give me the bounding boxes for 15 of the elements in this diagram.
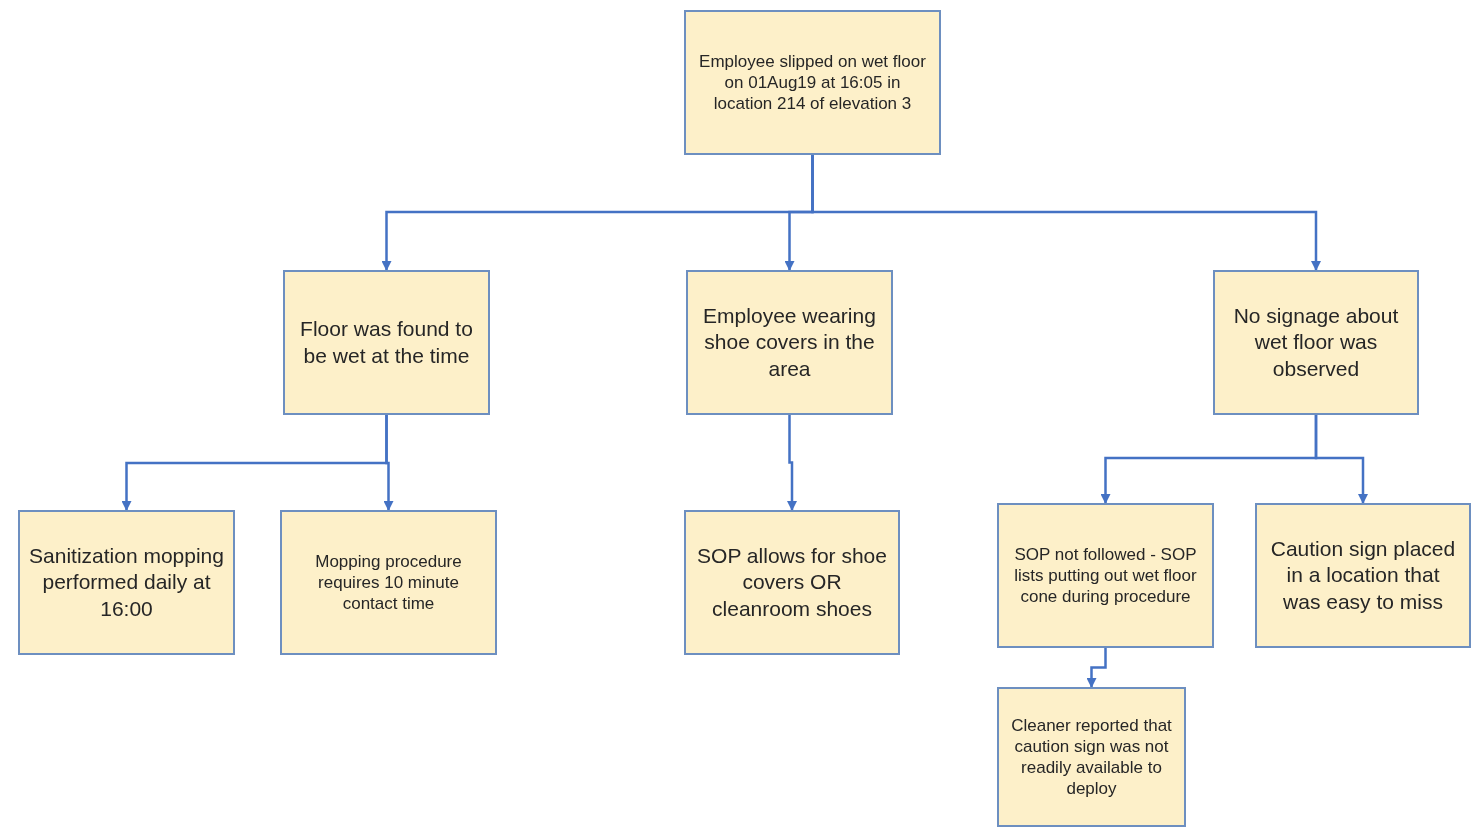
process-box: Sanitization mopping performed daily at 16:00 — [18, 510, 235, 655]
arrow — [1314, 415, 1368, 504]
arrow — [1086, 648, 1107, 688]
process-box: SOP allows for shoe covers OR cleanroom shoes — [684, 510, 900, 655]
process-box: Employee wearing shoe covers in the area — [686, 270, 893, 415]
arrow — [383, 415, 394, 511]
process-box: Caution sign placed in a location that was easy to miss — [1255, 503, 1471, 648]
process-box: Cleaner reported that caution sign was not readily available to deploy — [997, 687, 1186, 827]
process-box: Floor was found to be wet at the time — [283, 270, 490, 415]
process-box: Employee slipped on wet floor on 01Aug19 at 16:05 in location 214 of elevation 3 — [684, 10, 941, 155]
arrow — [787, 415, 797, 511]
process-box: SOP not followed - SOP lists putting out wet floor cone during procedure — [997, 503, 1214, 648]
process-box: No signage about wet floor was observed — [1213, 270, 1419, 415]
arrow — [811, 155, 1321, 271]
process-box: Mopping procedure requires 10 minute contact time — [280, 510, 497, 655]
